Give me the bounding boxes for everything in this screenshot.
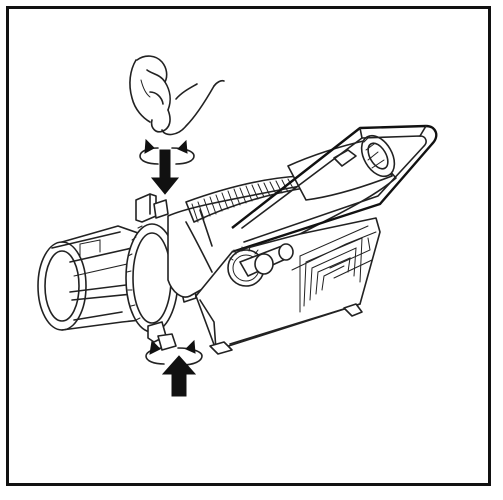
hand-icon [129,55,225,136]
rotate-arrows-icon [145,339,203,366]
up-arrow-icon [161,355,197,397]
vent-grille [299,225,373,313]
rotate-arrows-icon [139,138,195,165]
focus-knob-bottom [147,321,177,351]
lamp-housing [287,134,396,201]
profile-spotlight [37,124,438,355]
yoke-handle [231,124,438,254]
focus-knob-top [135,193,169,223]
down-arrow-icon [150,149,180,195]
tilt-lock-dial [227,243,294,287]
